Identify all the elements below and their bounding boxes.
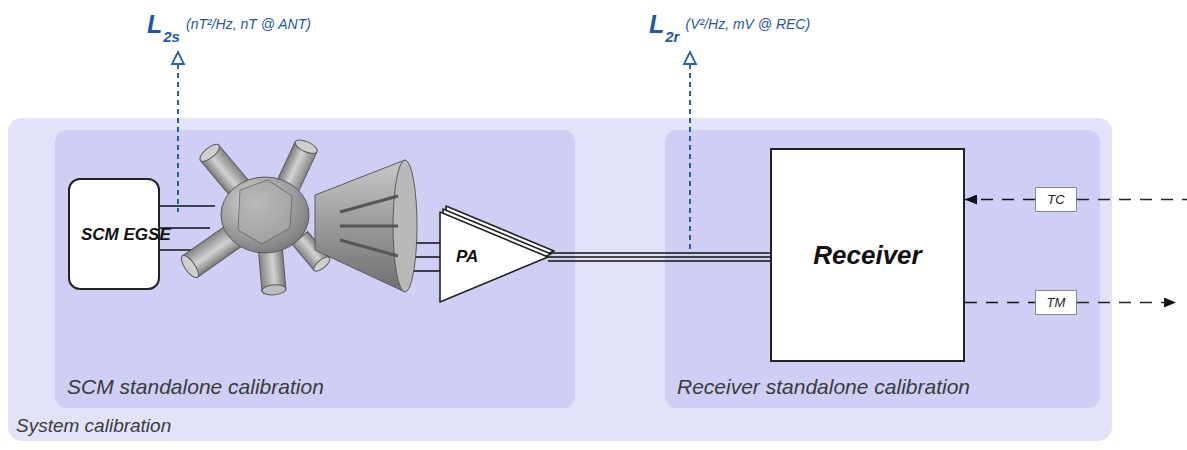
cylinder-cap xyxy=(178,253,201,280)
wire xyxy=(160,227,210,229)
cylinder-cap xyxy=(293,137,319,156)
antenna-body xyxy=(221,177,309,253)
connector-line xyxy=(548,260,770,262)
search-coil-antenna xyxy=(178,137,417,296)
receiver-box: Receiver xyxy=(770,148,965,362)
band-fill xyxy=(55,130,575,408)
telecommand-line xyxy=(1077,199,1187,200)
command-link xyxy=(965,199,1035,200)
node-label: PA xyxy=(440,247,478,267)
dashed-probe-line xyxy=(689,64,691,253)
hollow-arrow-head xyxy=(172,52,184,64)
node-label: TM xyxy=(1047,295,1066,310)
connector-line xyxy=(965,199,1035,200)
system-band: SCM EGSE PA SCM standalone calibration Rece… xyxy=(8,118,1112,441)
scm-band: SCM EGSE PA SCM standalone calibration xyxy=(55,130,575,408)
receiver-band: Receiver TC TM Receiver standalone calibrat… xyxy=(665,130,1100,408)
band-title: SCM standalone calibration xyxy=(67,375,324,399)
tc-box: TC xyxy=(1035,187,1077,212)
connector-line xyxy=(965,302,1035,303)
cylinder-cap xyxy=(312,255,332,274)
cylinder-cap xyxy=(197,141,222,164)
amplifier-triangle xyxy=(440,212,548,302)
connector-line xyxy=(548,256,770,258)
cone-slot xyxy=(340,196,398,256)
node-label: TC xyxy=(1047,192,1064,207)
level-subscript: 2s xyxy=(163,29,180,44)
dashed-probe-line xyxy=(177,64,179,212)
command-link xyxy=(965,302,1035,303)
antenna-cone xyxy=(315,160,405,292)
band-title: Receiver standalone calibration xyxy=(677,375,970,399)
hollow-arrow-head xyxy=(684,52,696,64)
band-fill xyxy=(665,130,1100,408)
level-label: (nT²/Hz, nT @ ANT) xyxy=(186,17,311,31)
measurement-points xyxy=(172,52,696,253)
node-label: SCM EGSE xyxy=(81,220,147,249)
level-subscript: 2r xyxy=(665,29,679,44)
wire xyxy=(160,205,215,207)
cylinder-cap xyxy=(262,284,287,296)
connector-line xyxy=(548,252,770,254)
level-label: L xyxy=(147,12,162,37)
amplifier-triangle: PA xyxy=(440,212,548,302)
signal-cable xyxy=(548,253,770,261)
body-facet xyxy=(238,180,292,244)
band-layer xyxy=(8,118,1112,441)
node-label: Receiver xyxy=(813,240,921,271)
band-title: System calibration xyxy=(16,415,171,437)
telemetry-line xyxy=(1077,302,1176,303)
level-label: (V²/Hz, mV @ REC) xyxy=(685,17,810,31)
egse-box: SCM EGSE xyxy=(68,178,160,290)
tm-box: TM xyxy=(1035,290,1077,315)
external-links xyxy=(1077,200,1187,303)
level-label: L xyxy=(649,12,664,37)
band-fill xyxy=(8,118,1112,441)
